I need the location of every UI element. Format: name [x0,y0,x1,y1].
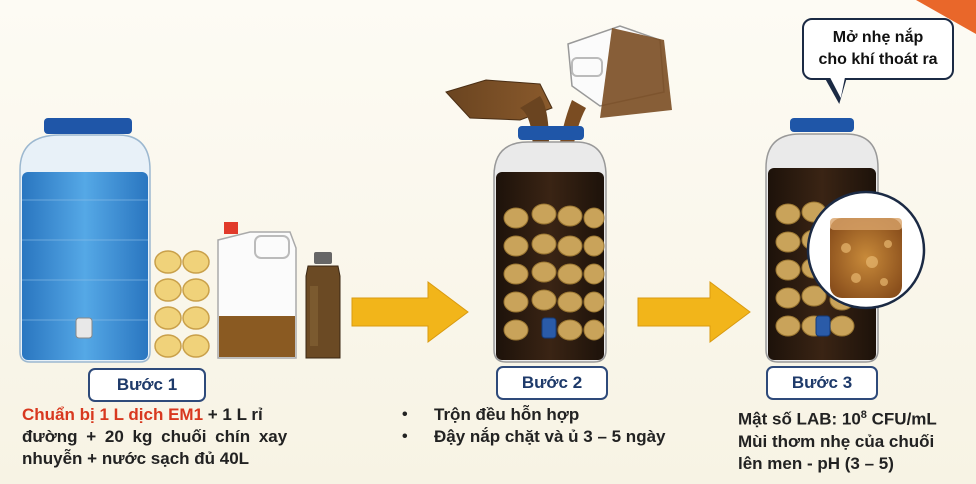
step-3-lab-unit: CFU/mL [866,409,937,429]
step-3-description: Mật số LAB: 108 CFU/mL Mùi thơm nhẹ của … [738,404,970,475]
bubble-line-2: cho khí thoát ra [818,51,938,68]
step-1-description: Chuẩn bị 1 L dịch EM1 + 1 L rỉ đường + 2… [22,404,362,470]
fermentation-barrel-icon [493,126,607,363]
arrow-1-icon [351,281,469,343]
water-barrel-icon [19,118,151,363]
step-3-label: Bước 3 [766,366,878,400]
step-3-line-3: lên men - pH (3 – 5) [738,453,894,473]
banana-slices-icon [154,250,210,358]
step-3-line-1: Mật số LAB: 108 CFU/mL [738,404,970,431]
step-1-line-2: đường + 20 kg chuối chín xay [22,427,288,446]
molasses-jug-icon [217,222,297,359]
step-1-label: Bước 1 [88,368,206,402]
step-1-highlight: Chuẩn bị 1 L dịch EM1 [22,405,204,424]
step-2-label: Bước 2 [496,366,608,400]
em1-bottle-icon [305,252,341,359]
arrow-2-icon [637,281,751,343]
step-2-description: Trộn đều hỗn hợp Đậy nắp chặt và ủ 3 – 5… [402,404,702,448]
fermented-jar-icon [806,190,926,310]
bubble-line-1: Mở nhẹ nắp [832,29,924,46]
speech-bubble: Mở nhẹ nắp cho khí thoát ra [802,18,954,80]
step-1-line-1-rest: + 1 L rỉ [203,405,263,424]
step-1-line-3: nhuyễn + nước sạch đủ 40L [22,449,250,468]
step-3-line-2: Mùi thơm nhẹ của chuối [738,431,935,451]
step-3-lab-prefix: Mật số LAB: 10 [738,409,861,429]
step-2-item-2: Đậy nắp chặt và ủ 3 – 5 ngày [402,426,702,448]
step-3-lab-exponent: 8 [860,409,867,421]
step-2-item-1: Trộn đều hỗn hợp [402,404,702,426]
